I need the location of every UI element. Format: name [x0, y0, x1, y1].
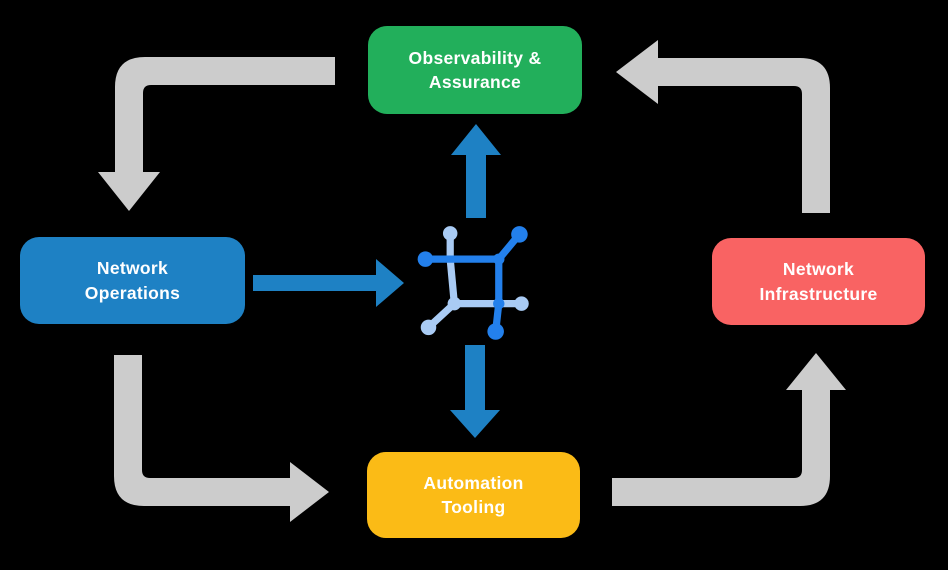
gray-cycle-arrows: [98, 40, 846, 522]
arrow-center-to-observability: [451, 124, 501, 218]
network-mesh-icon: [417, 226, 529, 340]
arrow-infrastructure-to-observability: [616, 40, 830, 213]
node-network-infrastructure-label: Network Infrastructure: [759, 259, 878, 304]
node-observability-assurance-label: Observability & Assurance: [408, 47, 542, 92]
network-mesh-icon-dark-part: [417, 226, 528, 340]
node-network-operations-label: Network Operations: [84, 258, 181, 303]
node-observability-assurance: Observability & Assurance: [368, 26, 582, 114]
arrow-operations-to-center: [253, 259, 404, 307]
node-automation-tooling-label: Automation Tooling: [423, 472, 524, 517]
node-network-infrastructure: Network Infrastructure: [712, 238, 925, 325]
arrow-center-to-automation: [450, 345, 500, 438]
node-automation-tooling: Automation Tooling: [367, 452, 580, 538]
arrow-operations-to-automation: [114, 355, 329, 522]
network-mesh-icon-light-part: [420, 226, 529, 336]
node-network-operations: Network Operations: [20, 237, 245, 324]
arrow-automation-to-infrastructure: [612, 353, 846, 506]
arrow-observability-to-operations: [98, 57, 335, 211]
blue-flow-arrows: [253, 124, 501, 438]
